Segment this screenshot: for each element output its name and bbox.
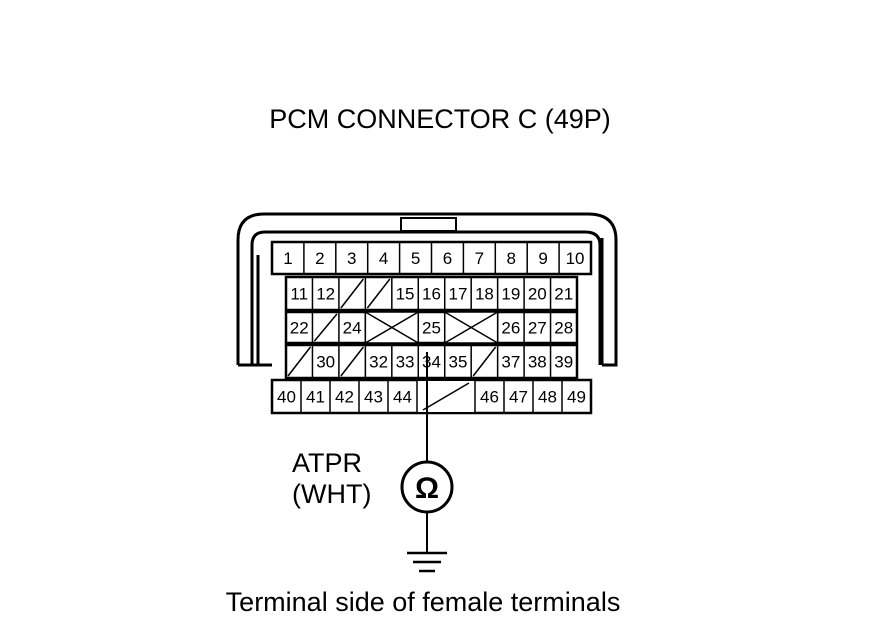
terminal-35: 35: [448, 353, 467, 372]
terminal-28: 28: [554, 319, 573, 338]
terminal-18: 18: [475, 285, 494, 304]
terminal-46: 46: [480, 388, 499, 407]
terminal-21: 21: [554, 285, 573, 304]
terminal-5: 5: [411, 249, 420, 268]
empty-cavity-slash: [472, 346, 497, 377]
terminal-40: 40: [277, 388, 296, 407]
terminal-8: 8: [507, 249, 516, 268]
terminal-6: 6: [443, 249, 452, 268]
terminal-3: 3: [347, 249, 356, 268]
terminal-19: 19: [501, 285, 520, 304]
terminal-11: 11: [290, 285, 308, 304]
caption: Terminal side of female terminals: [226, 587, 621, 617]
terminal-38: 38: [528, 353, 547, 372]
empty-cavity-slash: [340, 278, 364, 309]
ohm-symbol: Ω: [415, 472, 439, 505]
empty-cavity-slash: [287, 346, 312, 377]
terminal-26: 26: [501, 319, 520, 338]
terminal-24: 24: [343, 319, 362, 338]
terminal-12: 12: [316, 285, 335, 304]
cross-line: [364, 311, 419, 344]
empty-cavity-slash: [313, 313, 338, 342]
terminal-2: 2: [315, 249, 324, 268]
terminal-34: 34: [422, 353, 441, 372]
terminal-27: 27: [528, 319, 547, 338]
wire-color-label: (WHT): [292, 479, 371, 509]
terminal-39: 39: [554, 353, 573, 372]
terminal-20: 20: [528, 285, 547, 304]
empty-cavity-slash: [340, 346, 364, 377]
locking-tab: [400, 217, 457, 232]
terminal-42: 42: [335, 388, 354, 407]
terminal-1: 1: [283, 249, 292, 268]
terminal-row: [284, 275, 579, 312]
terminal-48: 48: [538, 388, 557, 407]
terminal-16: 16: [422, 285, 441, 304]
terminal-47: 47: [509, 388, 528, 407]
terminal-25: 25: [422, 319, 441, 338]
terminal-41: 41: [306, 388, 325, 407]
terminal-44: 44: [393, 388, 412, 407]
terminal-row: [284, 343, 579, 380]
terminal-43: 43: [364, 388, 383, 407]
terminal-32: 32: [369, 353, 388, 372]
atpr-label: ATPR: [292, 448, 362, 478]
terminal-49: 49: [567, 388, 586, 407]
terminal-15: 15: [396, 285, 415, 304]
terminal-7: 7: [475, 249, 484, 268]
terminal-17: 17: [448, 285, 467, 304]
cross-line: [444, 311, 499, 344]
terminal-4: 4: [379, 249, 388, 268]
connector-title: PCM CONNECTOR C (49P): [269, 104, 611, 134]
terminal-10: 10: [566, 249, 585, 268]
terminal-9: 9: [538, 249, 547, 268]
ground-icon: [407, 551, 447, 573]
empty-cavity-slash: [366, 278, 391, 309]
terminal-37: 37: [501, 353, 520, 372]
empty-cavity-slash: [422, 382, 470, 411]
terminal-30: 30: [316, 353, 335, 372]
terminal-22: 22: [290, 319, 309, 338]
terminal-33: 33: [396, 353, 415, 372]
